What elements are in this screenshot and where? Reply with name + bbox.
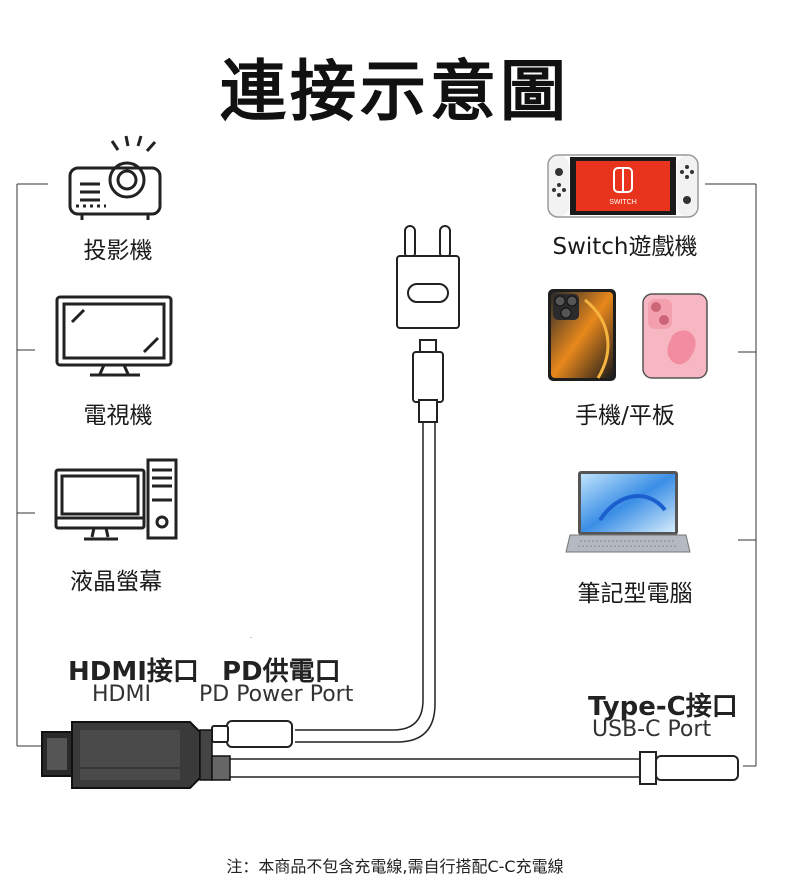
device-label-monitor: 液晶螢幕 [70, 569, 162, 595]
pd-port-label: PD供電口 [222, 657, 341, 687]
device-label-laptop: 筆記型電腦 [577, 581, 693, 607]
laptop-icon [565, 471, 691, 553]
wall-plug-icon [396, 225, 460, 329]
power-cable-connector [412, 339, 444, 423]
right-bracket [705, 183, 757, 767]
device-label-projector: 投影機 [83, 238, 153, 264]
power-cable [295, 422, 436, 743]
typec-port-sublabel: USB-C Port [592, 717, 712, 742]
typec-connector [639, 751, 739, 785]
switch-logo-text: SWITCH [609, 199, 637, 206]
phones-icon [548, 289, 708, 381]
footnote: 注：本商品不包含充電線,需自行搭配C-C充電線 [226, 857, 564, 876]
typec-cable [230, 758, 640, 778]
left-bracket [16, 183, 48, 747]
device-label-tv: 電視機 [83, 403, 153, 429]
pd-port-connector [211, 720, 293, 748]
device-label-phone-tablet: 手機/平板 [575, 403, 675, 429]
hdmi-port-sublabel: HDMI [92, 682, 151, 707]
hdmi-port-label: HDMI接口 [68, 657, 199, 687]
typec-port-label: Type-C接口 [588, 692, 738, 722]
pd-port-sublabel: PD Power Port [199, 682, 354, 707]
hdmi-connector [41, 721, 231, 789]
game-console-icon: SWITCH [547, 154, 699, 218]
projector-icon [68, 135, 162, 220]
device-label-switch: Switch遊戲機 [552, 234, 698, 260]
tv-icon [55, 295, 173, 377]
page-title: 連接示意圖 [220, 53, 570, 130]
desktop-monitor-icon [54, 458, 178, 541]
